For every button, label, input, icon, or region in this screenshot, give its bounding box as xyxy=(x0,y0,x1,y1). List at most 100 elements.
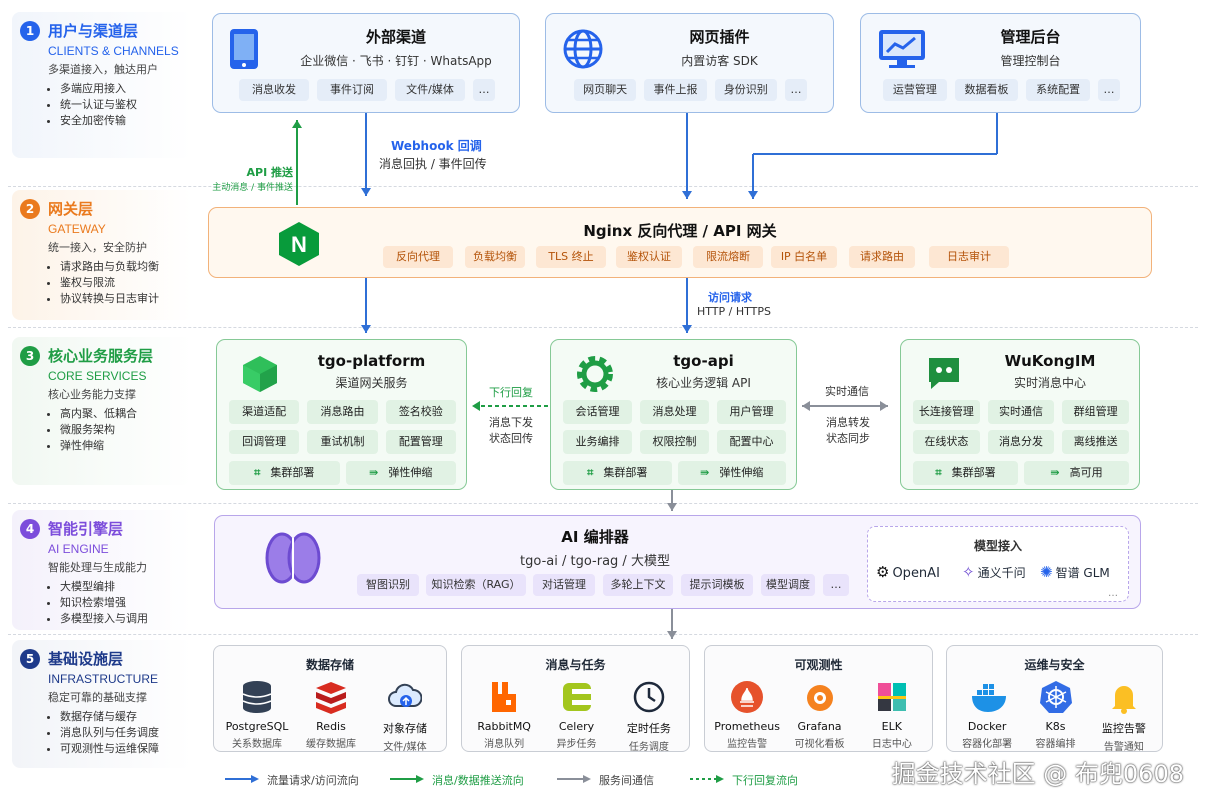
ai-tag[interactable]: 多轮上下文 xyxy=(603,574,673,596)
infra-item[interactable]: Grafana 可视化看板 xyxy=(786,680,854,750)
channel-tag[interactable]: 消息收发 xyxy=(239,79,309,101)
channel-tag[interactable]: 网页聊天 xyxy=(574,79,637,101)
service-tag[interactable]: 群组管理 xyxy=(1062,400,1129,424)
gateway-tag[interactable]: IP 白名单 xyxy=(771,246,837,268)
ai-tag[interactable]: 知识检索（RAG） xyxy=(426,574,526,596)
ai-tag[interactable]: 对话管理 xyxy=(533,574,595,596)
gateway-tag[interactable]: 反向代理 xyxy=(383,246,453,268)
service-footer-cluster[interactable]: ⌗集群部署 xyxy=(913,461,1018,485)
channel-tag[interactable]: … xyxy=(473,79,495,101)
layer-bullet: 统一认证与鉴权 xyxy=(60,97,184,113)
scale-icon: ⇛ xyxy=(1050,466,1060,479)
infra-item[interactable]: 对象存储文件/媒体 xyxy=(371,680,439,753)
layer-title: 智能引擎层 xyxy=(48,520,124,538)
service-tag[interactable]: 在线状态 xyxy=(913,430,980,454)
channel-tag[interactable]: 身份识别 xyxy=(714,79,777,101)
service-footer-scaling[interactable]: ⇛高可用 xyxy=(1024,461,1129,485)
channel-tag[interactable]: 数据看板 xyxy=(954,79,1019,101)
infra-item-name: Docker xyxy=(967,720,1007,733)
service-tag[interactable]: 长连接管理 xyxy=(913,400,980,424)
ai-tag[interactable]: … xyxy=(823,574,849,596)
infra-item-desc: 可视化看板 xyxy=(794,739,845,750)
infra-item-name: K8s xyxy=(1045,720,1066,733)
arrowhead-icon xyxy=(748,191,758,199)
infra-item-desc: 容器编排 xyxy=(1035,739,1076,750)
channel-tag[interactable]: 事件订阅 xyxy=(317,79,387,101)
gateway-tag[interactable]: 负载均衡 xyxy=(465,246,525,268)
layer-number-badge: 1 xyxy=(20,20,40,41)
layer-bullet: 高内聚、低耦合 xyxy=(60,406,184,422)
service-tag[interactable]: 回调管理 xyxy=(229,430,300,454)
layer-bullet: 请求路由与负载均衡 xyxy=(60,259,184,275)
infra-item[interactable]: K8s 容器编排 xyxy=(1022,680,1090,750)
service-footer-scaling[interactable]: ⇛弹性伸缩 xyxy=(677,461,786,485)
globe-icon xyxy=(562,28,604,74)
gateway-tag[interactable]: 请求路由 xyxy=(849,246,915,268)
gateway-tag[interactable]: 限流熔断 xyxy=(693,246,763,268)
gateway-tag[interactable]: 鉴权认证 xyxy=(616,246,682,268)
infra-item-desc: 缓存数据库 xyxy=(306,739,356,750)
cluster-icon: ⌗ xyxy=(935,466,942,479)
channel-tag[interactable]: 运营管理 xyxy=(883,79,947,101)
channel-tag[interactable]: 系统配置 xyxy=(1026,79,1090,101)
channel-title: 外部渠道 xyxy=(365,28,426,46)
database-icon xyxy=(240,680,274,714)
infra-item-name: Grafana xyxy=(797,720,842,733)
service-footer-cluster[interactable]: ⌗集群部署 xyxy=(563,461,672,485)
layer-panel-2: 2网关层GATEWAY统一接入，安全防护请求路由与负载均衡鉴权与限流协议转换与日… xyxy=(12,190,192,320)
layer-number-badge: 4 xyxy=(20,518,40,539)
ai-tag[interactable]: 提示词模板 xyxy=(681,574,753,596)
model-openai[interactable]: ⚙OpenAI xyxy=(876,563,940,581)
channel-tag[interactable]: 事件上报 xyxy=(644,79,707,101)
service-tag[interactable]: 配置中心 xyxy=(717,430,786,454)
scale-icon: ⇛ xyxy=(369,466,379,479)
service-tag[interactable]: 消息分发 xyxy=(987,430,1055,454)
service-tag[interactable]: 会话管理 xyxy=(563,400,632,424)
mobile-phone-icon xyxy=(229,28,259,74)
elk-icon xyxy=(875,680,909,714)
service-tag[interactable]: 重试机制 xyxy=(307,430,378,454)
service-tag[interactable]: 消息路由 xyxy=(307,400,378,424)
service-tag[interactable]: 离线推送 xyxy=(1062,430,1129,454)
gateway-tag[interactable]: TLS 终止 xyxy=(536,246,606,268)
service-tag[interactable]: 实时通信 xyxy=(987,400,1055,424)
service-tag[interactable]: 渠道适配 xyxy=(229,400,300,424)
service-footer-label: 集群部署 xyxy=(270,466,315,479)
service-footer-scaling[interactable]: ⇛弹性伸缩 xyxy=(345,461,456,485)
layer-panel-5: 5基础设施层INFRASTRUCTURE稳定可靠的基础支撑数据存储与缓存消息队列… xyxy=(12,640,192,768)
gateway-tag[interactable]: 日志审计 xyxy=(929,246,1009,268)
infra-item[interactable]: 监控告警告警通知 xyxy=(1090,680,1158,753)
model-zhipu-glm[interactable]: ✺智谱 GLM xyxy=(1040,563,1110,581)
ai-tag[interactable]: 模型调度 xyxy=(761,574,815,596)
service-tag[interactable]: 消息处理 xyxy=(640,400,709,424)
channel-tag[interactable]: 文件/媒体 xyxy=(395,79,465,101)
infra-item[interactable]: 定时任务任务调度 xyxy=(615,680,683,753)
service-footer-cluster[interactable]: ⌗集群部署 xyxy=(229,461,340,485)
arrowhead-icon xyxy=(472,401,480,411)
layer-number-badge: 3 xyxy=(20,345,40,366)
ai-tag[interactable]: 智图识别 xyxy=(357,574,419,596)
service-tag[interactable]: 签名校验 xyxy=(385,400,456,424)
model-tongyi-qianwen[interactable]: ✧通义千问 xyxy=(962,563,1026,581)
kubernetes-icon xyxy=(1039,680,1073,714)
channel-tag[interactable]: … xyxy=(785,79,807,101)
service-tag[interactable]: 配置管理 xyxy=(385,430,456,454)
service-tag[interactable]: 业务编排 xyxy=(563,430,632,454)
legend-arrow-icon xyxy=(390,774,424,787)
service-tag[interactable]: 用户管理 xyxy=(717,400,786,424)
brain-icon xyxy=(265,530,321,590)
legend-label: 消息/数据推送流向 xyxy=(432,774,524,787)
flow-label-downlink-sub2: 状态回传 xyxy=(489,432,533,445)
service-tag[interactable]: 权限控制 xyxy=(640,430,709,454)
channel-tag[interactable]: … xyxy=(1098,79,1120,101)
layer-bullet: 可观测性与运维保障 xyxy=(60,741,184,757)
